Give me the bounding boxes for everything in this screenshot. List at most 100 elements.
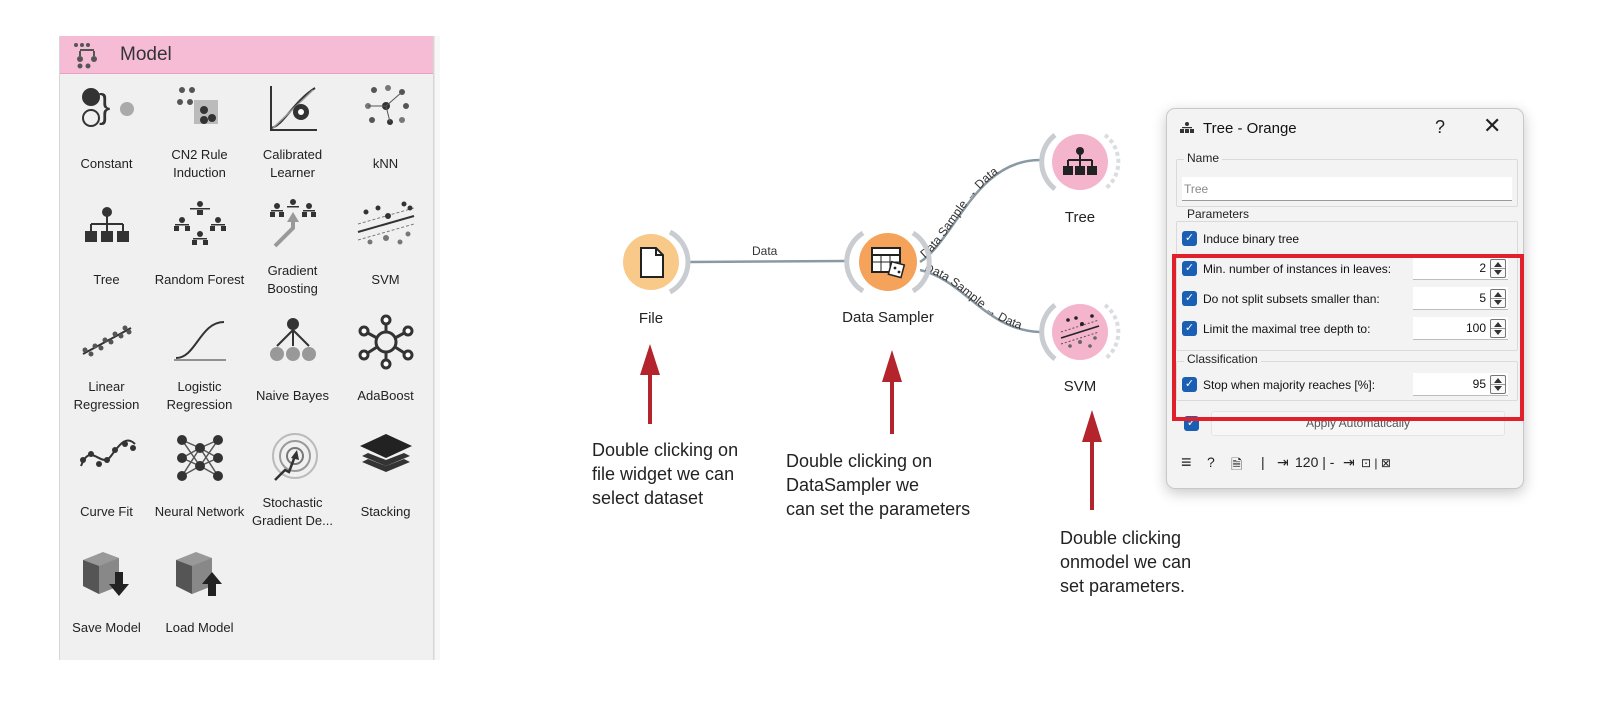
widget-label: Stacking bbox=[360, 504, 411, 519]
parameters-group bbox=[1176, 221, 1518, 351]
name-group-title: Name bbox=[1184, 151, 1223, 165]
majority-checkbox[interactable]: ✓ bbox=[1182, 377, 1197, 392]
apply-button[interactable]: Apply Automatically bbox=[1211, 411, 1505, 436]
widget-label: Neural Network bbox=[154, 504, 245, 519]
widget-label: SVM bbox=[371, 272, 400, 287]
widget-gradient-boosting[interactable]: Gradient Boosting bbox=[246, 194, 339, 310]
calibrated-learner-icon bbox=[269, 86, 317, 131]
note-file-line: Double clicking on bbox=[592, 440, 739, 460]
data-sampler-icon bbox=[871, 247, 906, 279]
widget-label: Linear Regression bbox=[73, 379, 140, 412]
max-depth-checkbox[interactable]: ✓ bbox=[1182, 321, 1197, 336]
arrow-file bbox=[640, 344, 660, 424]
majority-value: 95 bbox=[1472, 377, 1486, 391]
note-sampler-line: can set the parameters bbox=[786, 499, 971, 519]
note-svm-line: onmodel we can bbox=[1060, 552, 1192, 572]
widget-stochastic-gradient-descent[interactable]: Stochastic Gradient De... bbox=[246, 426, 339, 542]
min-split-spinbox[interactable]: 5 bbox=[1413, 287, 1508, 310]
widget-cn2-rule-induction[interactable]: CN2 Rule Induction bbox=[153, 78, 246, 194]
arrow-svm bbox=[1082, 410, 1102, 510]
widget-adaboost[interactable]: AdaBoost bbox=[339, 310, 432, 426]
min-instances-value: 2 bbox=[1479, 261, 1486, 275]
widget-logistic-regression[interactable]: Logistic Regression bbox=[153, 310, 246, 426]
palette-scrollbar[interactable] bbox=[434, 36, 440, 660]
tree-dialog: Tree - Orange ? ✕ Name Parameters ✓ Indu… bbox=[1166, 108, 1524, 489]
induce-binary-label: Induce binary tree bbox=[1203, 232, 1300, 246]
widget-label: AdaBoost bbox=[357, 388, 414, 403]
min-split-checkbox[interactable]: ✓ bbox=[1182, 291, 1197, 306]
spin-arrows-icon[interactable] bbox=[1490, 289, 1506, 308]
spin-arrows-icon[interactable] bbox=[1490, 259, 1506, 278]
widget-constant[interactable]: } Constant bbox=[60, 78, 153, 194]
tree-widget-label: Tree bbox=[1065, 209, 1095, 226]
file-widget-label: File bbox=[639, 310, 663, 327]
stochastic-gradient-descent-icon bbox=[271, 433, 318, 481]
induce-binary-checkbox[interactable]: ✓ bbox=[1182, 231, 1197, 246]
max-depth-label: Limit the maximal tree depth to: bbox=[1203, 322, 1371, 336]
svm-widget-label: SVM bbox=[1064, 378, 1097, 395]
tree-icon bbox=[84, 207, 129, 242]
widget-neural-network[interactable]: Neural Network bbox=[153, 426, 246, 542]
min-split-value: 5 bbox=[1479, 291, 1486, 305]
close-icon[interactable]: ✕ bbox=[1483, 113, 1502, 138]
widget-naive-bayes[interactable]: Naive Bayes bbox=[246, 310, 339, 426]
model-palette: Model } Constant CN2 Rule Induction bbox=[59, 36, 440, 660]
model-category-icon bbox=[74, 42, 97, 68]
help-status-icon[interactable]: ? bbox=[1207, 454, 1215, 470]
widget-svm[interactable]: SVM bbox=[339, 194, 432, 310]
palette-title: Model bbox=[120, 43, 172, 65]
report-icon[interactable]: 🗎 bbox=[1231, 456, 1243, 472]
link-file-sampler[interactable] bbox=[689, 259, 849, 264]
note-file: Double clicking on file widget we can se… bbox=[592, 438, 738, 510]
logistic-regression-icon bbox=[173, 321, 226, 361]
widget-stacking[interactable]: Stacking bbox=[339, 426, 432, 542]
widget-linear-regression[interactable]: Linear Regression bbox=[60, 310, 153, 426]
name-input[interactable] bbox=[1182, 177, 1512, 201]
widget-tree[interactable]: Tree bbox=[60, 194, 153, 310]
status-separator: | bbox=[1261, 454, 1265, 470]
apply-auto-checkbox[interactable]: ✓ bbox=[1184, 416, 1199, 431]
tree-title-icon bbox=[1180, 122, 1194, 133]
svg-text:}: } bbox=[99, 88, 110, 126]
widget-random-forest[interactable]: Random Forest bbox=[153, 194, 246, 310]
curve-fit-icon bbox=[79, 439, 136, 467]
widget-load-model[interactable]: Load Model bbox=[153, 542, 246, 658]
dialog-title: Tree - Orange bbox=[1203, 120, 1297, 137]
palette-header[interactable]: Model bbox=[60, 36, 433, 74]
max-depth-value: 100 bbox=[1465, 321, 1486, 335]
max-depth-spinbox[interactable]: 100 bbox=[1413, 317, 1508, 340]
widget-label: Logistic Regression bbox=[166, 379, 233, 412]
min-instances-checkbox[interactable]: ✓ bbox=[1182, 261, 1197, 276]
parameters-group-title: Parameters bbox=[1184, 207, 1253, 221]
widget-label: CN2 Rule Induction bbox=[171, 147, 228, 180]
majority-spinbox[interactable]: 95 bbox=[1413, 373, 1508, 396]
knn-icon bbox=[364, 85, 409, 125]
save-model-icon bbox=[82, 552, 129, 596]
widget-label: Load Model bbox=[165, 620, 234, 635]
naive-bayes-icon bbox=[269, 318, 316, 361]
min-instances-spinbox[interactable]: 2 bbox=[1413, 257, 1508, 280]
spin-arrows-icon[interactable] bbox=[1490, 319, 1506, 338]
tree-widget[interactable]: Tree bbox=[1039, 133, 1121, 226]
spin-arrows-icon[interactable] bbox=[1490, 375, 1506, 394]
widget-save-model[interactable]: Save Model bbox=[60, 542, 153, 658]
widget-grid: } Constant CN2 Rule Induction Calibr bbox=[60, 78, 435, 658]
widget-curve-fit[interactable]: Curve Fit bbox=[60, 426, 153, 542]
dialog-titlebar[interactable]: Tree - Orange ? ✕ bbox=[1167, 109, 1523, 147]
svm-widget[interactable]: SVM bbox=[1039, 303, 1121, 395]
help-icon[interactable]: ? bbox=[1435, 117, 1446, 137]
widget-label: Naive Bayes bbox=[256, 388, 329, 403]
linear-regression-icon bbox=[82, 325, 131, 357]
input-icon: ⇥ bbox=[1277, 454, 1289, 470]
data-sampler-widget[interactable]: Data Sampler bbox=[842, 230, 934, 326]
widget-calibrated-learner[interactable]: Calibrated Learner bbox=[246, 78, 339, 194]
note-svm-line: Double clicking bbox=[1060, 528, 1182, 548]
neural-network-icon bbox=[176, 435, 223, 481]
file-widget[interactable]: File bbox=[623, 229, 691, 327]
note-svm-line: set parameters. bbox=[1060, 576, 1186, 596]
widget-label: Curve Fit bbox=[80, 504, 133, 519]
widget-knn[interactable]: kNN bbox=[339, 78, 432, 194]
menu-icon[interactable]: ≡ bbox=[1181, 452, 1192, 472]
min-instances-label: Min. number of instances in leaves: bbox=[1203, 262, 1392, 276]
note-sampler-line: DataSampler we bbox=[786, 475, 920, 495]
